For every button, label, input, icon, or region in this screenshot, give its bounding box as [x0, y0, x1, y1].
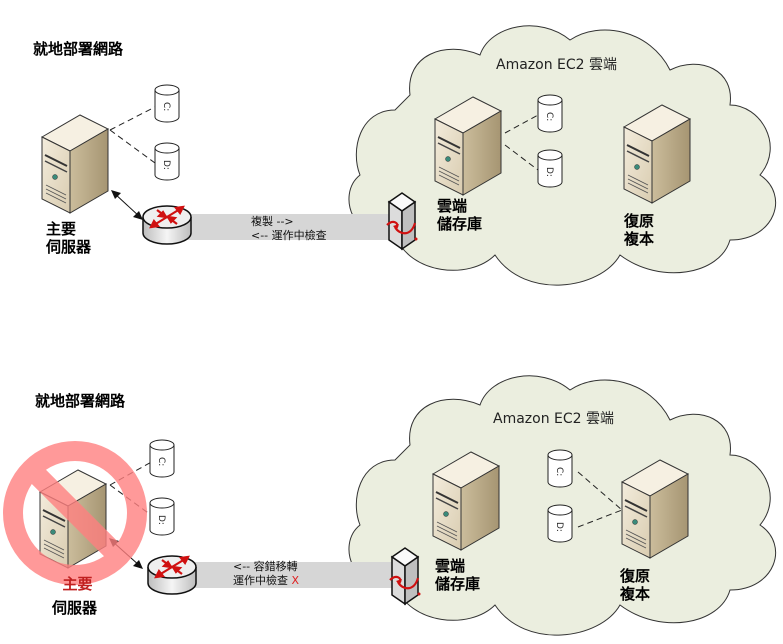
- disk-letter: D:: [161, 160, 171, 170]
- failed-check-mark: X: [291, 574, 300, 587]
- onprem-network-title: 就地部署網路: [35, 392, 126, 410]
- disk-letter: D:: [544, 167, 554, 177]
- dashed-connector: [504, 144, 539, 171]
- dashed-connector: [577, 509, 623, 528]
- link-band: [175, 562, 395, 588]
- recovery-replica-label: 復原 複本: [624, 212, 655, 248]
- dashed-connector: [109, 106, 156, 131]
- bidirectional-arrow: [111, 190, 143, 220]
- disk-letter: C:: [544, 112, 554, 121]
- gateway-appliance-icon: [388, 546, 422, 606]
- disk-letter: D:: [156, 515, 166, 525]
- router-icon: [141, 204, 193, 246]
- panel-normal: [41, 25, 777, 286]
- onprem-network-title: 就地部署網路: [33, 40, 124, 58]
- gateway-appliance-icon: [385, 191, 419, 251]
- disk-letter: C:: [156, 457, 166, 466]
- dashed-connector: [109, 129, 156, 164]
- recovery-replica-label: 復原 複本: [620, 567, 651, 603]
- panel-failover: [3, 375, 777, 636]
- cloud-title: Amazon EC2 雲端: [493, 411, 615, 427]
- link-status-text: 複製 --> <-- 運作中檢查: [251, 215, 327, 242]
- disk-letter: D:: [554, 522, 564, 532]
- primary-server-icon: [41, 114, 109, 214]
- primary-server-label: 主要 伺服器: [46, 220, 92, 256]
- disk-letter: C:: [161, 102, 171, 111]
- disk-letter: C:: [554, 467, 564, 476]
- link-status-text: <-- 容錯移轉 運作中檢查 X: [233, 560, 300, 587]
- cloud-storage-label: 雲端 儲存庫: [435, 557, 481, 593]
- primary-server-label: 主要 伺服器: [52, 575, 98, 617]
- cloud-title: Amazon EC2 雲端: [496, 57, 618, 73]
- router-icon: [146, 554, 198, 596]
- prohibited-icon: [3, 441, 147, 585]
- dashed-connector: [504, 114, 539, 134]
- cloud-storage-label: 雲端 儲存庫: [437, 197, 483, 233]
- link-band: [170, 214, 395, 240]
